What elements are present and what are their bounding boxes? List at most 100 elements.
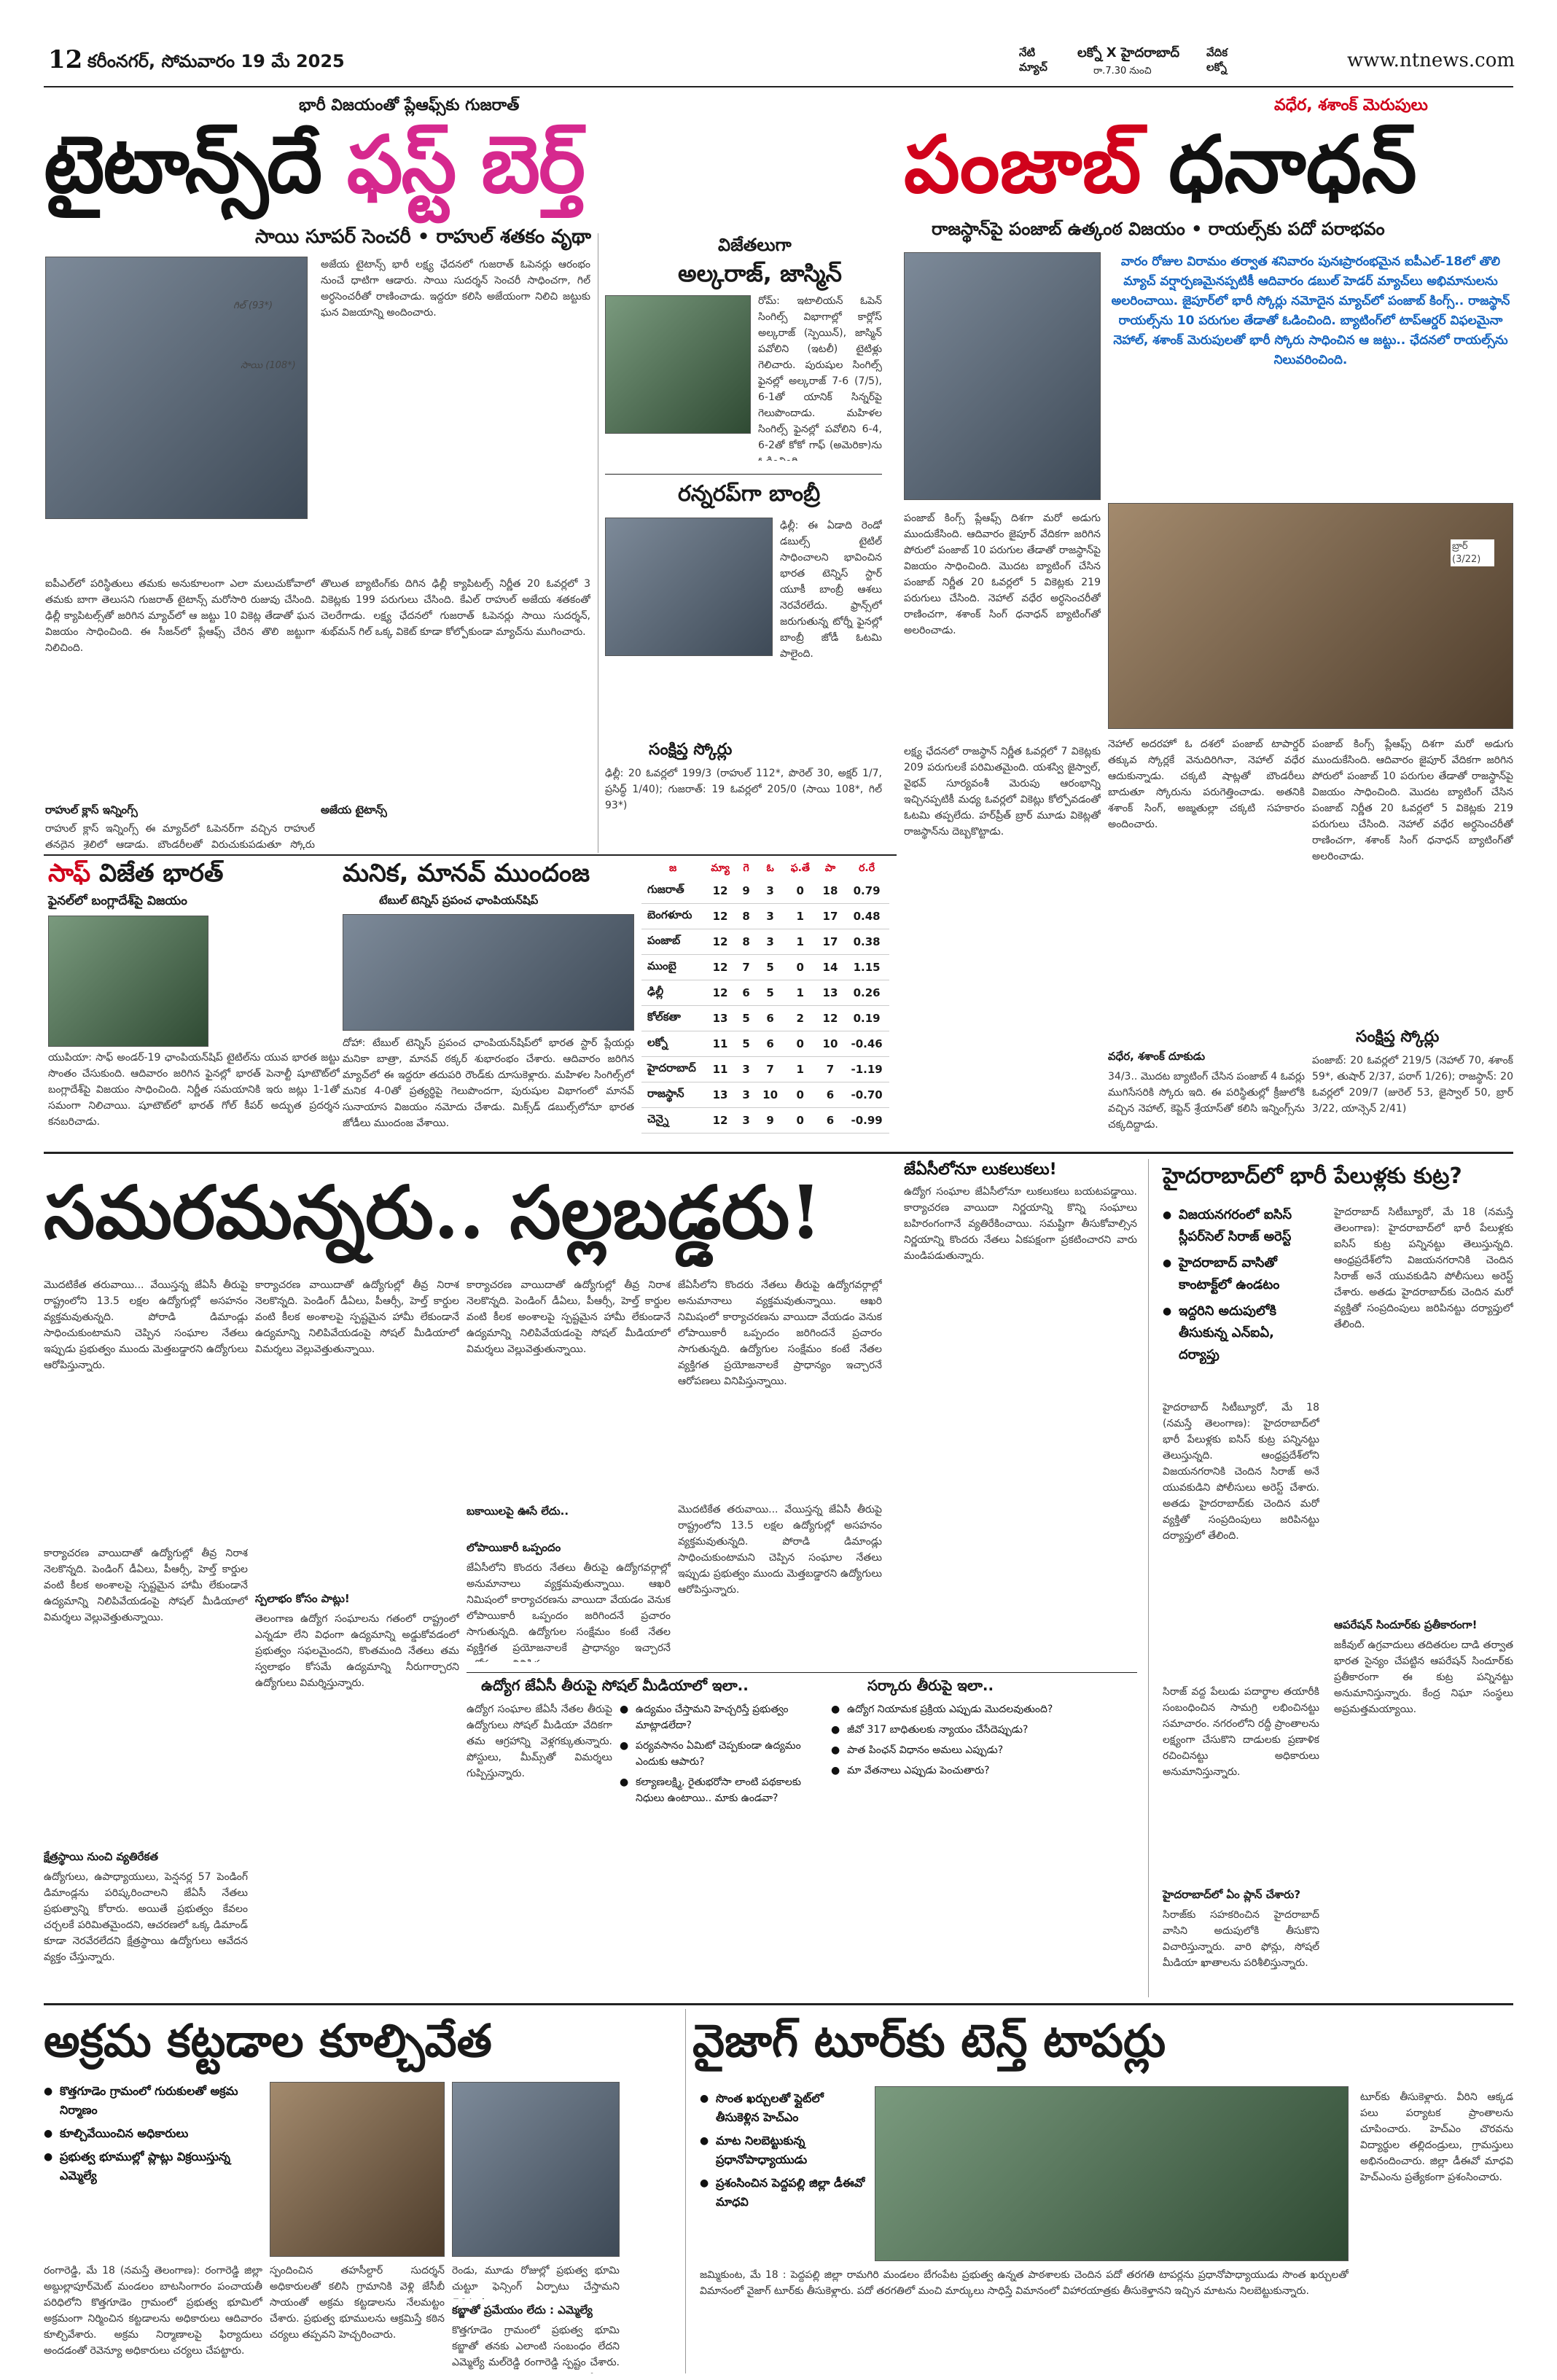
- pbks-photo: [904, 252, 1101, 500]
- table-cell: 1: [784, 903, 816, 929]
- team-name: హైదరాబాద్: [641, 1056, 705, 1082]
- table-cell: 2: [784, 1005, 816, 1031]
- jac-body-left-lower: కార్యాచరణ వాయిదాతో ఉద్యోగుల్లో తీవ్ర నిర…: [44, 1548, 248, 1623]
- team-name: గుజరాత్: [641, 878, 705, 904]
- table-cell: 13: [704, 1005, 736, 1031]
- saff-headline: సాఫ్ విజేత భారత్: [48, 859, 223, 894]
- jac-top-rule: [44, 1152, 1513, 1154]
- rahul-subhead: రాహుల్ క్లాస్ ఇన్నింగ్స్: [45, 803, 138, 816]
- table-cell: 12: [704, 1107, 736, 1134]
- table-cell: 6: [735, 980, 757, 1006]
- table-cell: 3: [756, 929, 784, 955]
- demolition-bullet: ప్రభుత్వ భూముల్లో ప్లాట్లు విక్రయిస్తున్…: [44, 2147, 262, 2185]
- brar-photo-caption: బ్రార్ (3/22): [1451, 539, 1494, 566]
- social-rule: [467, 1672, 1137, 1673]
- team-name: లక్నో: [641, 1031, 705, 1057]
- table-cell: 0.38: [844, 929, 889, 955]
- social-point: ఉద్యమం చేస్తామని హెచ్చరిస్తే ప్రభుత్వం మ…: [620, 1701, 824, 1733]
- sports-lower-rule: [44, 854, 897, 856]
- table-cell: 7: [816, 1056, 845, 1082]
- table-cell: 5: [756, 954, 784, 980]
- gt-body-2: తొలుత బ్యాటింగ్‌కు దిగిన ఢిల్లీ క్యాపిటల…: [321, 578, 590, 638]
- column-rule-hyd: [1148, 1159, 1149, 1997]
- winners-body: రోమ్: ఇటాలియన్ ఓపెన్ సింగిల్స్ విభాగాల్ల…: [758, 295, 882, 461]
- hyd-headline: హైదరాబాద్‌లో భారీ పేలుళ్లకు కుట్ర?: [1163, 1163, 1462, 1189]
- ajeya-subhead: అజేయ టైటాన్స్: [321, 803, 387, 816]
- masthead-rule: [44, 86, 1513, 87]
- table-cell: 12: [704, 878, 736, 904]
- table-cell: 1: [784, 1056, 816, 1082]
- table-cell: 13: [704, 1082, 736, 1108]
- table-cell: 14: [816, 954, 845, 980]
- jac-body-2b: జేఏసీలోని కొందరు నేతలు తీరుపై ఉద్యోగవర్గ…: [678, 1279, 882, 1387]
- social-point: పర్యవసానం ఏమిటో చెప్పకుండా ఉద్యమం ఎందుకు…: [620, 1738, 824, 1770]
- vizag-bullet: సొంత ఖర్చులతో ప్లైట్‌లో తీసుకెళ్లిన హెచ్…: [700, 2089, 867, 2127]
- vizag-bullet: ప్రశంసించిన పెద్దపల్లి జిల్లా డీఈవో మాధవ…: [700, 2174, 867, 2212]
- sai-photo-caption: సాయి (108*): [241, 360, 296, 371]
- table-cell: 0.19: [844, 1005, 889, 1031]
- table-cell: 3: [735, 1056, 757, 1082]
- gt-subhead: సాయి సూపర్ సెంచరీ • రాహుల్ శతకం వృథా: [255, 226, 592, 248]
- govt-point: ఉద్యోగ నియామక ప్రక్రియ ఎప్పుడు మొదలవుతుం…: [831, 1701, 1137, 1717]
- jac-body-6: ఉద్యోగ సంఘాల జేఏసీలోనూ లుకలుకలు బయటపడ్డా…: [904, 1186, 1137, 1262]
- pbks-body-4: 34/3.. మొదట బ్యాటింగ్ చేసిన పంజాబ్ 4 ఓవర…: [1108, 1071, 1305, 1131]
- team-name: చెన్నై: [641, 1107, 705, 1134]
- govt-point: జీవో 317 బాధితులకు న్యాయం చేసేదెప్పుడు?: [831, 1722, 1137, 1738]
- team-name: ఢిల్లీ: [641, 980, 705, 1006]
- table-cell: 9: [756, 1107, 784, 1134]
- gt-body-1: ఐపీఎల్‌లో పరిస్థితులు తమకు అనుకూలంగా ఎలా…: [45, 578, 315, 654]
- gt-body-3: రాహుల్ క్లాస్ ఇన్నింగ్స్ ఈ మ్యాచ్‌లో ఓపె…: [45, 823, 315, 850]
- gt-headline-pink: ఫస్ట్ బెర్త్: [346, 120, 585, 211]
- website[interactable]: www.ntnews.com: [1347, 50, 1515, 71]
- demolition-photo: [270, 2082, 445, 2257]
- todays-match-label: నేటి మ్యాచ్: [1019, 46, 1047, 74]
- table-cell: 3: [756, 903, 784, 929]
- table-cell: 1: [784, 929, 816, 955]
- hyd-sub2: ఆపరేషన్ సిందూర్‌కు ప్రతీకారంగా!: [1334, 1618, 1478, 1631]
- runnerup-body: ఢిల్లీ: ఈ ఏడాది రెండో డబుల్స్ టైటిల్ సాధ…: [780, 520, 882, 660]
- table-cell: 1.15: [844, 954, 889, 980]
- hyd-body-1: హైదరాబాద్ సిటీబ్యూరో, మే 18 (నమస్తే తెలం…: [1163, 1402, 1319, 1542]
- gt-body-top: అజేయ టైటాన్స్ భారీ లక్ష్య ఛేదనలో గుజరాత్…: [321, 259, 590, 319]
- manika-photo: [343, 914, 634, 1031]
- table-cell: 0.79: [844, 878, 889, 904]
- govt-point: పాత పింఛన్ విధానం అమలు ఎప్పుడు?: [831, 1742, 1137, 1758]
- hyd-bullet: విజయనగరంలో ఐసిస్ స్లీపర్‌సెల్‌ సిరాజ్‌ అ…: [1163, 1204, 1319, 1248]
- pbks-body-1: పంజాబ్ కింగ్స్ ప్లేఆఫ్స్ దిశగా మరో అడుగు…: [904, 512, 1101, 636]
- table-cell: 12: [704, 903, 736, 929]
- table-cell: 8: [735, 903, 757, 929]
- govt-points: ఉద్యోగ నియామక ప్రక్రియ ఎప్పుడు మొదలవుతుం…: [831, 1701, 1137, 1783]
- table-cell: 7: [735, 954, 757, 980]
- demolition-body-3b: రెండు, మూడు రోజుల్లో ప్రభుత్వ భూమి చుట్ట…: [452, 2265, 620, 2299]
- pbks-headline: పంజాబ్ ధనాధన్: [904, 118, 1417, 213]
- jac-body-5: జేఏసీలోని కొందరు నేతలు తీరుపై ఉద్యోగవర్గ…: [467, 1562, 671, 1662]
- hyd-bullet: ఇద్దరిని అదుపులోకి తీసుకున్న ఎన్‌ఐఏ, దర్…: [1163, 1300, 1319, 1366]
- table-cell: 5: [735, 1005, 757, 1031]
- jac-body-2: కార్యాచరణ వాయిదాతో ఉద్యోగుల్లో తీవ్ర నిర…: [467, 1279, 671, 1355]
- team-name: రాజస్థాన్: [641, 1082, 705, 1108]
- table-cell: 12: [816, 1005, 845, 1031]
- vizag-body-1: జమ్మికుంట, మే 18 : పెద్దపల్లి జిల్లా రామ…: [700, 2269, 1349, 2297]
- table-cell: 0: [784, 1082, 816, 1108]
- gt-scores-text: ఢిల్లీ: 20 ఓవర్లలో 199/3 (రాహుల్ 112*, ప…: [605, 768, 882, 811]
- table-cell: 12: [704, 929, 736, 955]
- vizag-photo: [875, 2086, 1349, 2261]
- demolition-bullets: కొత్తగూడెం గ్రామంలో గురుకులతో అక్రమ నిర్…: [44, 2082, 262, 2190]
- social-points: ఉద్యమం చేస్తామని హెచ్చరిస్తే ప్రభుత్వం మ…: [620, 1701, 824, 1811]
- points-table-header: పా: [824, 862, 836, 874]
- table-cell: 0: [784, 878, 816, 904]
- jac-sub-svalabham: స్పలాభం కోసం పాట్లు!: [255, 1592, 350, 1605]
- table-cell: 0: [784, 1107, 816, 1134]
- table-cell: 8: [735, 929, 757, 955]
- table-cell: -0.70: [844, 1082, 889, 1108]
- pbks-blue-intro: వారం రోజుల విరామం తర్వాత శనివారం పునఃప్ర…: [1111, 254, 1510, 367]
- table-cell: 5: [735, 1031, 757, 1057]
- table-cell: 10: [756, 1082, 784, 1108]
- manika-subhead: టేబుల్ టెన్నిస్ ప్రపంచ ఛాంపియన్‌షిప్: [379, 894, 539, 907]
